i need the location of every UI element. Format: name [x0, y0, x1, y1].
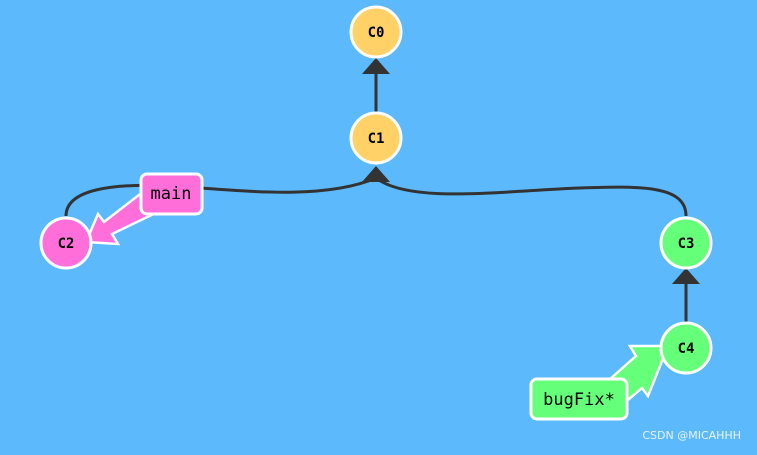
commit-label: C2	[58, 236, 75, 252]
branch-label: main	[151, 184, 192, 204]
branch-label: bugFix*	[543, 390, 615, 410]
commit-c0[interactable]: C0	[349, 5, 403, 59]
commit-c3[interactable]: C3	[659, 216, 713, 270]
edge-c3-c1	[375, 176, 688, 217]
commit-label: C0	[368, 25, 385, 41]
commit-label: C4	[678, 341, 695, 357]
arrowhead-c3	[672, 268, 700, 284]
commit-c1[interactable]: C1	[349, 111, 403, 165]
edge-c2-c1	[64, 176, 377, 217]
commit-c2[interactable]: C2	[39, 216, 93, 270]
arrowhead-c0	[362, 58, 390, 74]
branch-bugfix[interactable]: bugFix*	[529, 377, 629, 421]
arrowhead-c1	[362, 166, 390, 182]
commit-label: C3	[678, 236, 695, 252]
branch-main[interactable]: main	[139, 172, 204, 216]
commit-label: C1	[368, 131, 385, 147]
commit-c4[interactable]: C4	[659, 321, 713, 375]
watermark-text: CSDN @MICAHHH	[642, 429, 741, 442]
